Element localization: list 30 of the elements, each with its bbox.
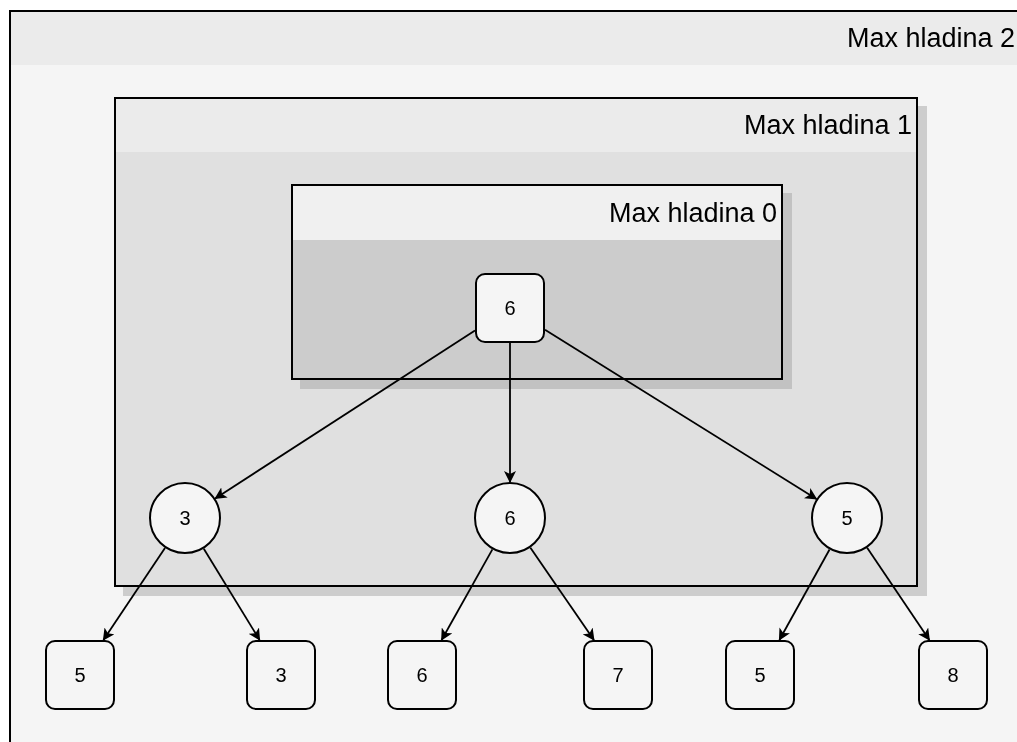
- layer-panel: [9, 10, 1017, 742]
- panel-title: Max hladina 0: [608, 199, 777, 227]
- node-value: 6: [504, 298, 516, 318]
- panel-title: Max hladina 1: [743, 112, 912, 139]
- square-node: [583, 640, 653, 710]
- node-value: 8: [947, 665, 959, 685]
- arrow: [214, 329, 476, 500]
- square-node: [918, 640, 988, 710]
- node-value: 3: [179, 508, 191, 528]
- node-value: 5: [841, 508, 853, 528]
- square-node: [475, 273, 545, 343]
- node-value: 6: [416, 665, 428, 685]
- node-value: 5: [74, 665, 86, 685]
- arrow: [544, 328, 818, 500]
- arrow: [778, 548, 831, 641]
- arrow: [102, 547, 166, 641]
- square-node: [725, 640, 795, 710]
- node-value: 5: [754, 665, 766, 685]
- node-value: 7: [612, 665, 624, 685]
- arrow: [440, 548, 494, 641]
- square-node: [387, 640, 457, 710]
- node-value: 6: [504, 508, 516, 528]
- square-node: [45, 640, 115, 710]
- arrow: [529, 546, 595, 641]
- arrow: [866, 546, 931, 641]
- node-value: 3: [275, 665, 287, 685]
- panel-title: Max hladina 2: [846, 25, 1015, 52]
- square-node: [246, 640, 316, 710]
- arrow: [504, 342, 516, 483]
- arrow: [202, 547, 261, 641]
